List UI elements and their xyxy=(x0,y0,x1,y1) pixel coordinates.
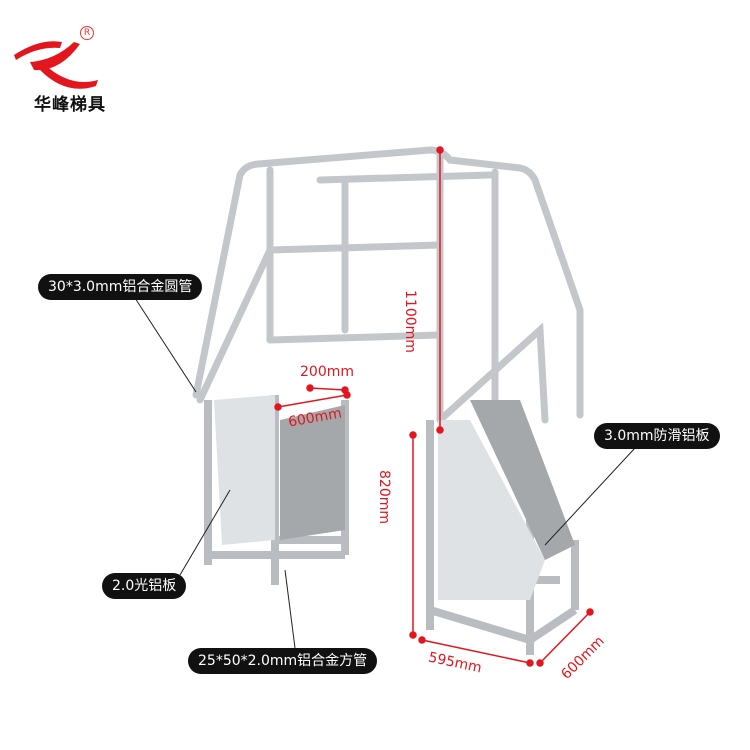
steps-right xyxy=(470,400,575,560)
callout-leaders xyxy=(134,297,636,649)
handrail-frame xyxy=(192,146,584,424)
dimension-height-total: 1100mm xyxy=(402,290,418,353)
steps-left xyxy=(280,405,345,540)
callout-round-tube: 30*3.0mm铝合金圆管 xyxy=(38,274,203,300)
side-plate-left xyxy=(214,395,275,545)
callout-smooth-plate: 2.0光铝板 xyxy=(102,573,187,599)
dimension-lines xyxy=(274,146,594,667)
callout-anti-slip-plate: 3.0mm防滑铝板 xyxy=(594,423,720,449)
side-plate-right xyxy=(438,420,545,600)
callout-square-tube: 25*50*2.0mm铝合金方管 xyxy=(188,648,378,674)
registered-mark: R xyxy=(80,26,94,40)
brand-name: 华峰梯具 xyxy=(34,95,106,115)
dimension-step-height: 820mm xyxy=(376,470,392,524)
dimension-platform-width: 200mm xyxy=(300,364,354,380)
logo-mark-icon xyxy=(14,41,98,89)
